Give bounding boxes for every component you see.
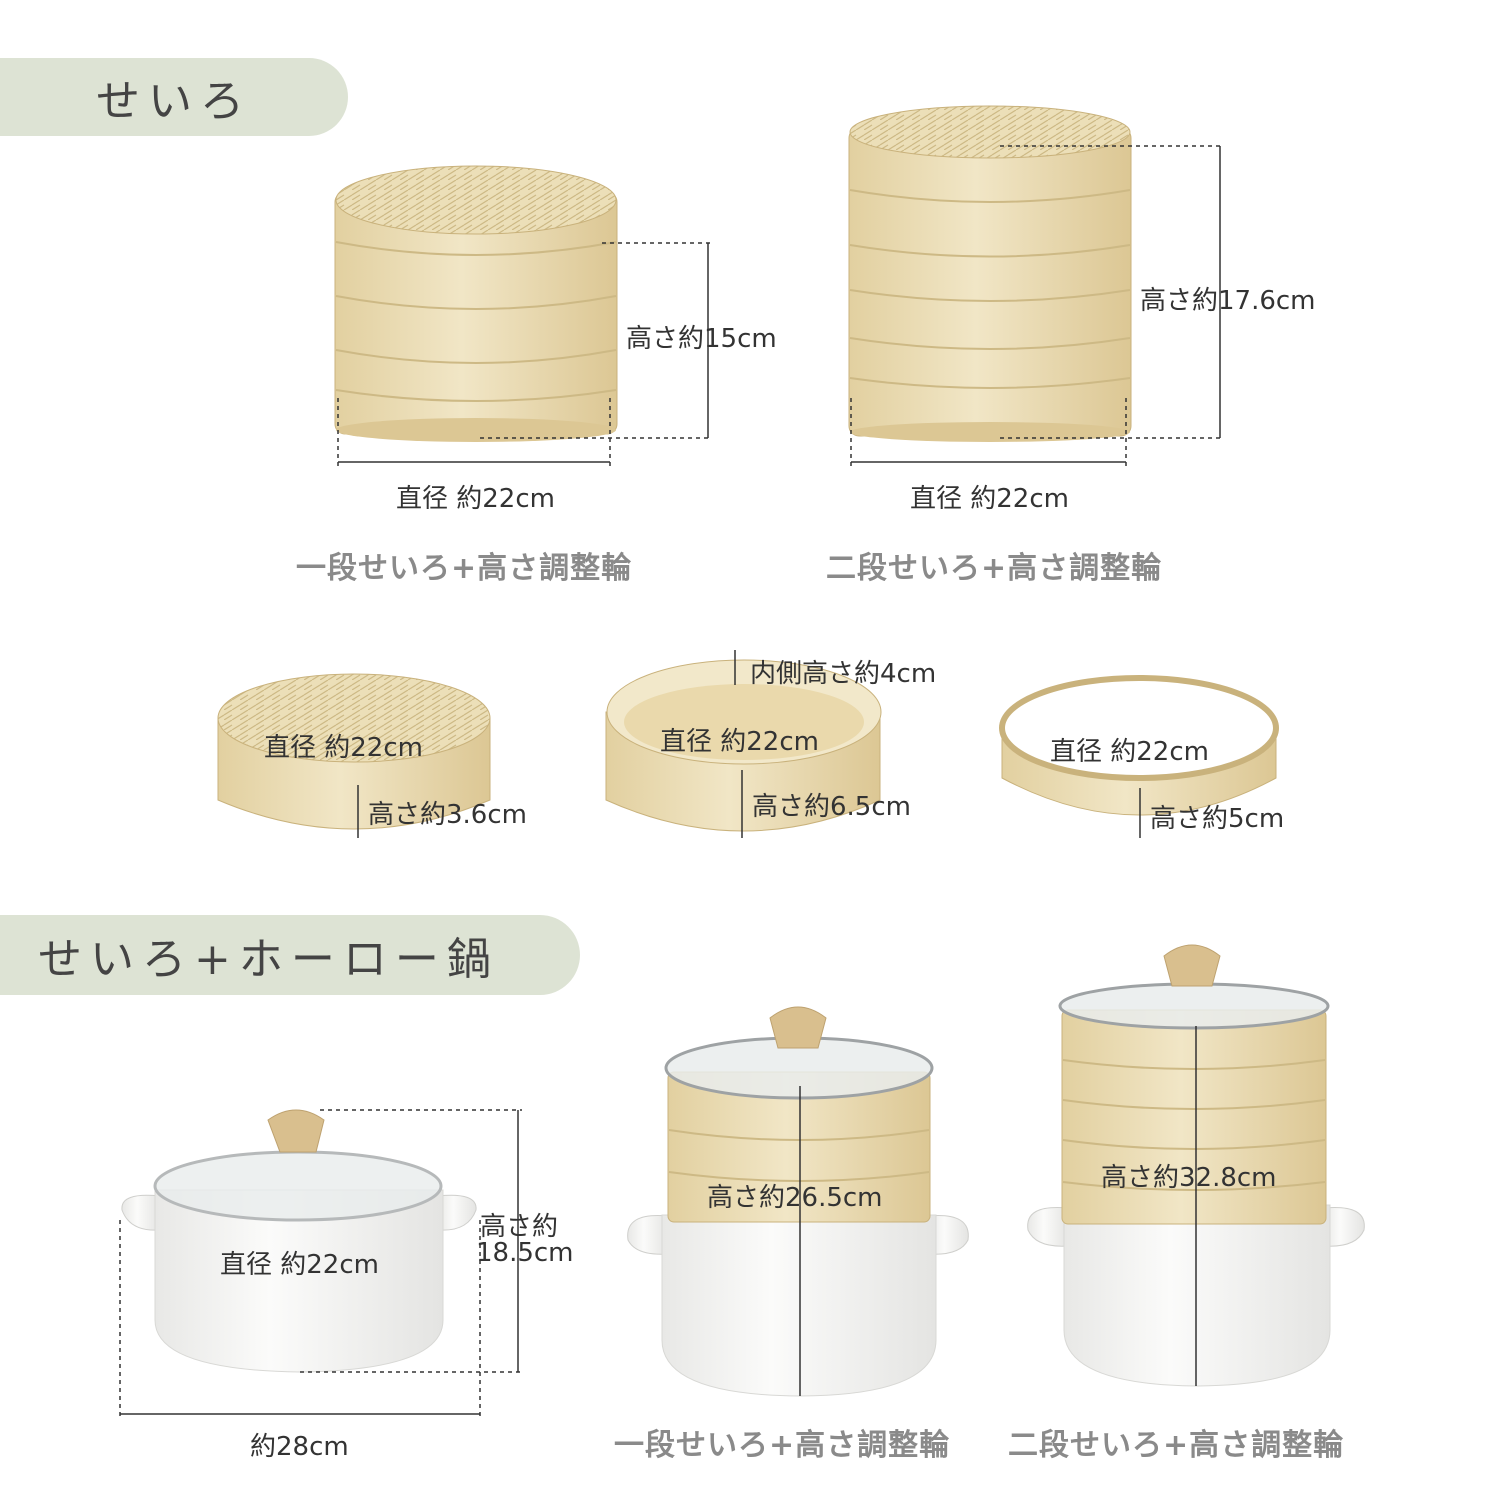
pot-double-tier-caption: 二段せいろ+高さ調整輪 xyxy=(1008,1428,1345,1463)
double-tier-height-label: 高さ約17.6cm xyxy=(1140,286,1316,316)
enamel-pot-with-single-tier xyxy=(627,1006,969,1397)
steamer-basket xyxy=(605,659,882,832)
enamel-pot-with-double-tier xyxy=(1027,944,1365,1387)
single-tier-diameter-label: 直径 約22cm xyxy=(396,484,555,514)
double-tier-steamer-stack xyxy=(848,105,1132,442)
pot-height-label-line2: 18.5cm xyxy=(476,1238,574,1268)
pot-height-label-line1: 高さ約 xyxy=(480,1212,559,1242)
section-title-seiro: せいろ xyxy=(0,58,348,136)
pot-width-label: 約28cm xyxy=(250,1432,349,1462)
lid-diameter-label: 直径 約22cm xyxy=(264,733,423,763)
double-tier-diameter-label: 直径 約22cm xyxy=(910,484,1069,514)
steamer-lid xyxy=(217,673,491,830)
pot-double-tier-height-label: 高さ約32.8cm xyxy=(1101,1163,1277,1193)
lid-height-label: 高さ約3.6cm xyxy=(368,800,527,830)
pot-diameter-label: 直径 約22cm xyxy=(220,1250,379,1280)
basket-height-label: 高さ約6.5cm xyxy=(752,792,911,822)
section-title-seiro-enamel-pot: せいろ+ホーロー鍋 xyxy=(0,915,580,995)
pot-single-tier-height-label: 高さ約26.5cm xyxy=(707,1183,883,1213)
pot-single-tier-caption: 一段せいろ+高さ調整輪 xyxy=(614,1428,951,1463)
dimension-lines-parts xyxy=(357,650,1141,838)
single-tier-height-label: 高さ約15cm xyxy=(626,324,777,354)
ring-height-label: 高さ約5cm xyxy=(1150,804,1285,834)
basket-inner-height-label: 内側高さ約4cm xyxy=(750,659,937,689)
double-tier-caption: 二段せいろ+高さ調整輪 xyxy=(826,551,1163,586)
single-tier-caption: 一段せいろ+高さ調整輪 xyxy=(296,551,633,586)
section-title-seiro-text: せいろ xyxy=(96,76,252,127)
dimension-lines-top xyxy=(337,145,1224,466)
ring-diameter-label: 直径 約22cm xyxy=(1050,737,1209,767)
height-adjustment-ring xyxy=(999,675,1279,816)
single-tier-steamer-stack xyxy=(334,165,618,442)
enamel-pot xyxy=(121,1109,477,1373)
section-title-enamel-text: せいろ+ホーロー鍋 xyxy=(38,934,499,985)
basket-diameter-label: 直径 約22cm xyxy=(660,727,819,757)
dimension-lines-bottom xyxy=(119,1026,1197,1418)
